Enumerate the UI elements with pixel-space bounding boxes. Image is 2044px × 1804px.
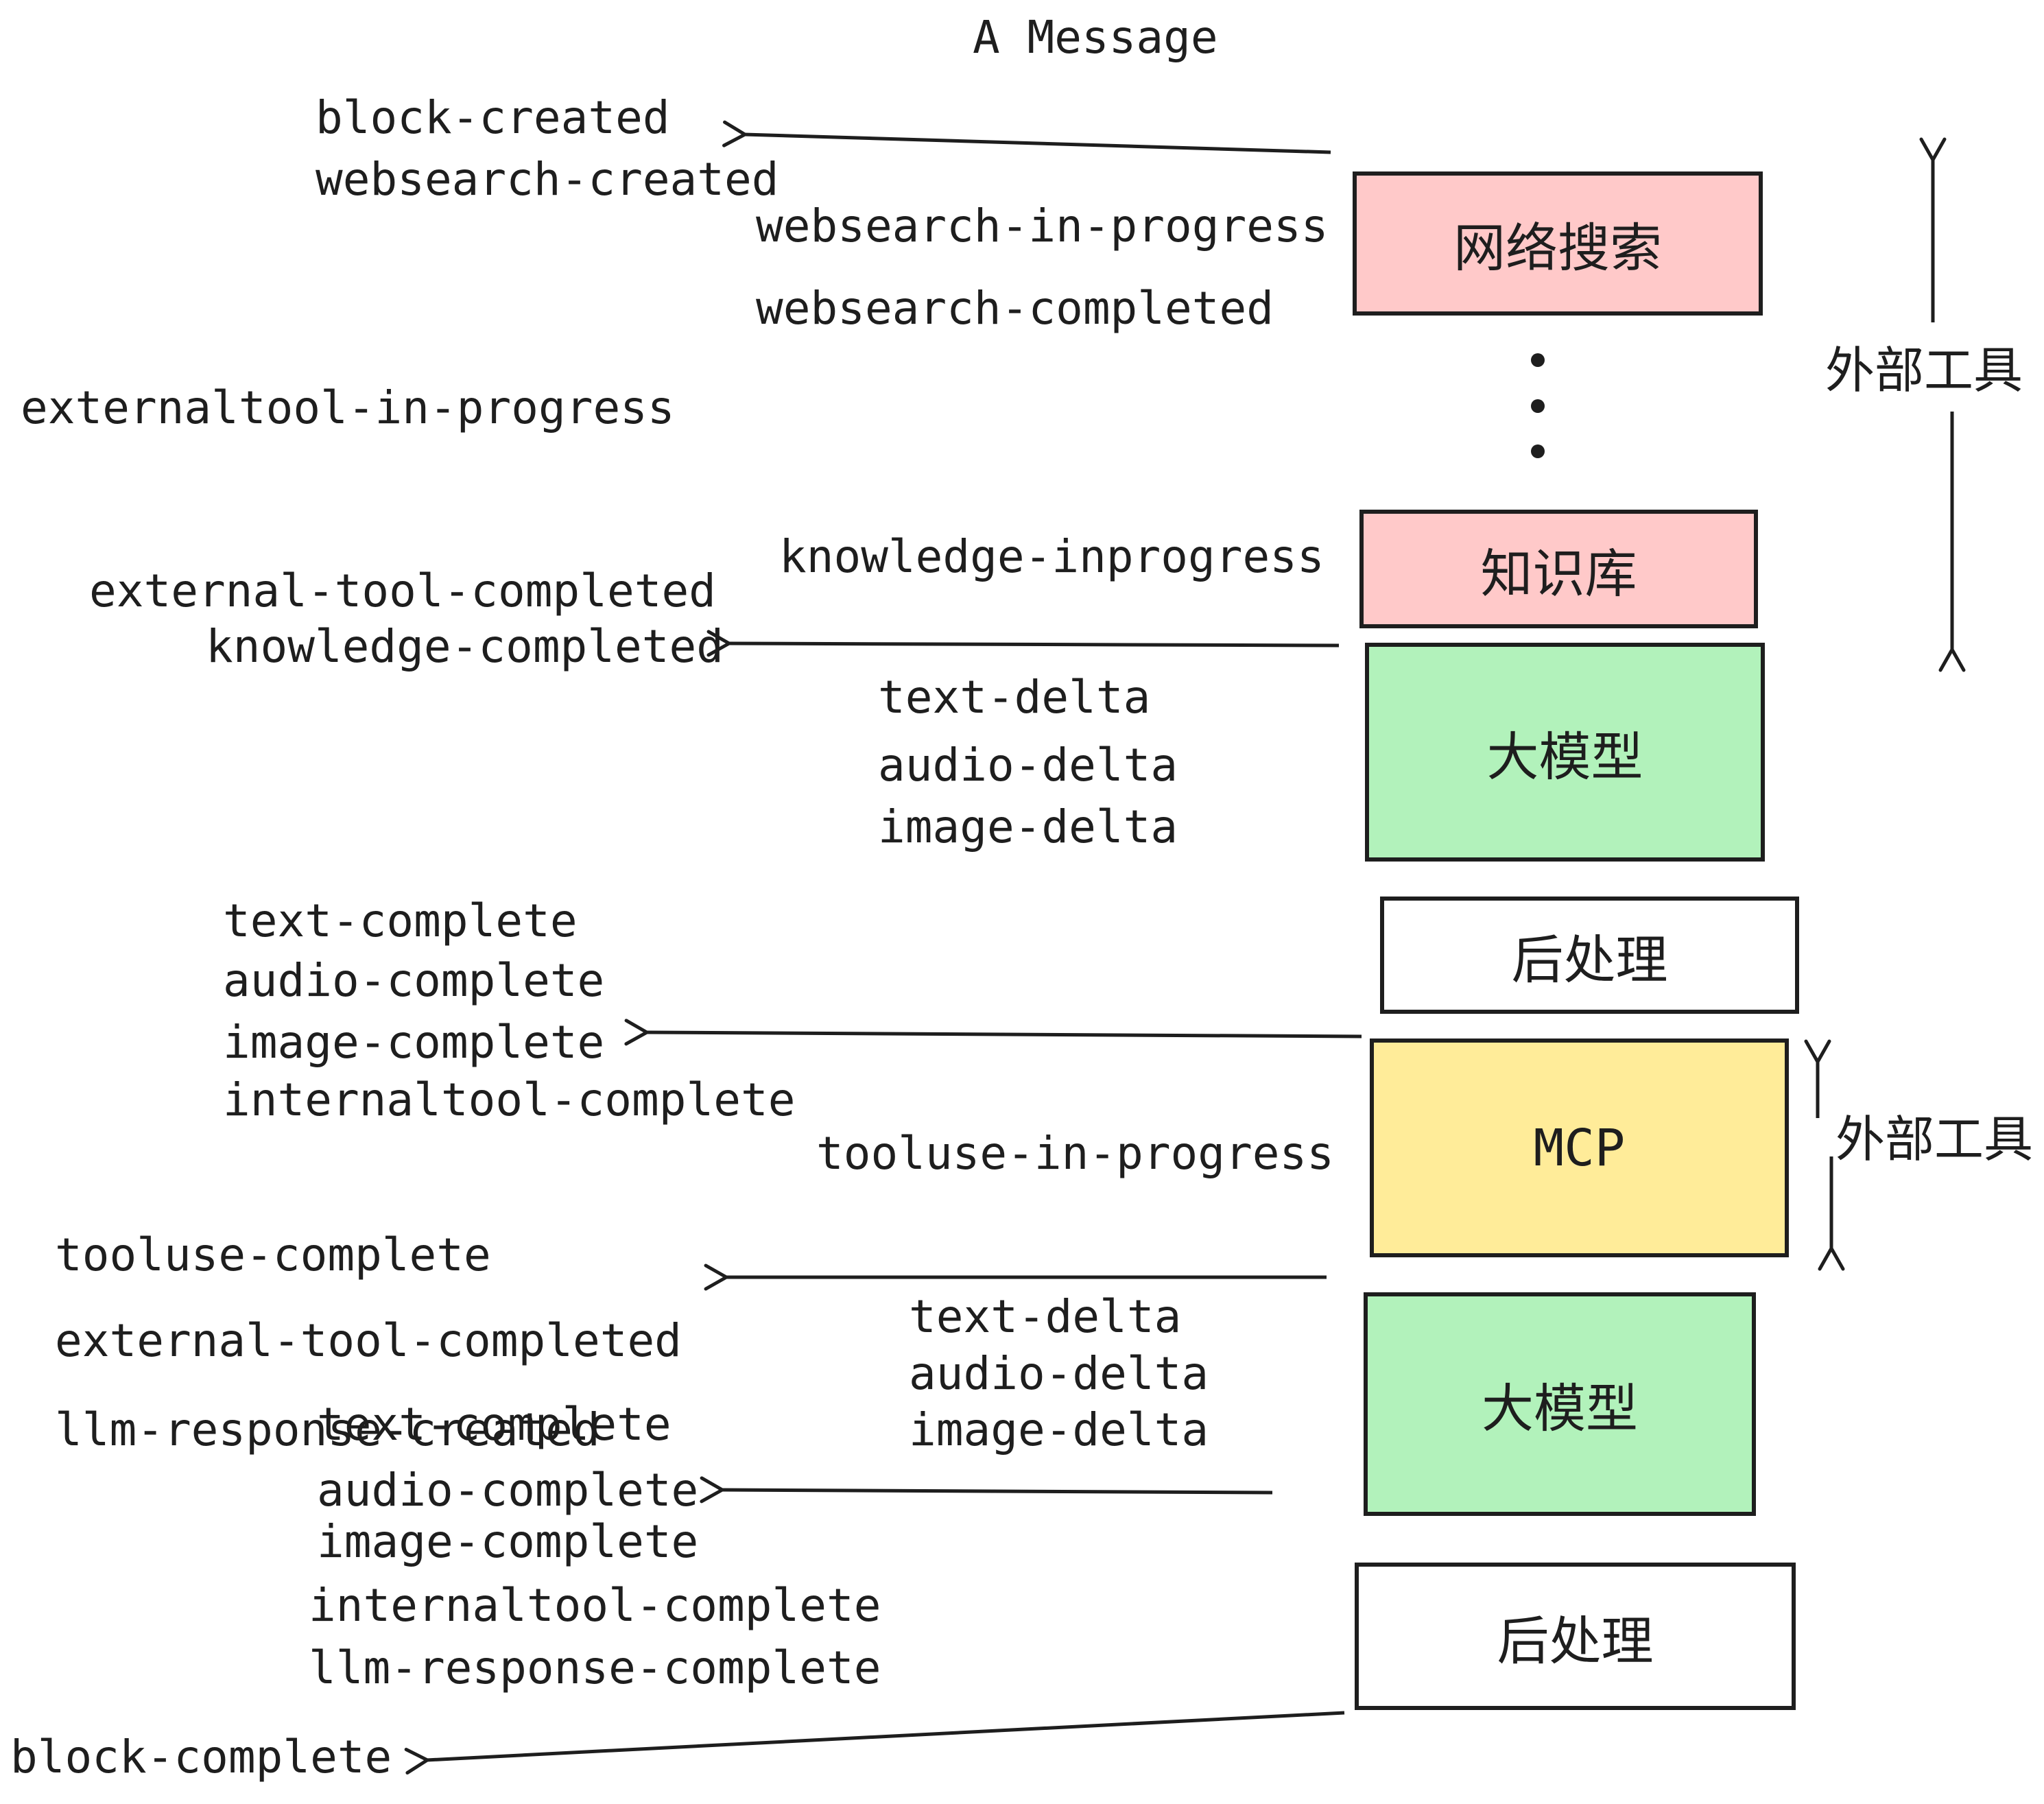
event-label-image-complete-1: image-complete [223, 1016, 605, 1069]
box-llm-2: 大模型 [1364, 1292, 1756, 1516]
box-knowledge-label: 知识库 [1480, 543, 1637, 604]
box-mcp: MCP [1370, 1039, 1789, 1257]
box-postprocess-1: 后处理 [1380, 897, 1799, 1014]
arrow-websearch-to-block-created [722, 120, 1331, 154]
event-label-websearch-created: websearch-created [316, 153, 779, 206]
event-label-tooluse-complete: tooluse-complete [55, 1229, 491, 1281]
event-label-image-delta-2: image-delta [909, 1403, 1209, 1456]
event-label-knowledge-inprogress: knowledge-inprogress [779, 530, 1324, 583]
box-llm-1: 大模型 [1365, 643, 1765, 862]
event-label-websearch-completed: websearch-completed [756, 282, 1274, 335]
box-knowledge: 知识库 [1359, 510, 1758, 628]
event-label-tooluse-in-progress: tooluse-in-progress [816, 1127, 1334, 1180]
arrow-postprocess1-to-image-complete [624, 1019, 1362, 1046]
box-websearch: 网络搜索 [1353, 171, 1763, 316]
arrow-postprocess2-to-block-complete [404, 1711, 1345, 1775]
event-label-knowledge-completed: knowledge-completed [206, 620, 724, 673]
diagram-title: A Message [973, 11, 1218, 64]
event-label-image-complete-2: image-complete [317, 1515, 699, 1568]
event-label-block-complete: block-complete [10, 1731, 392, 1783]
external-tools-label-mcp: 外部工具 [1835, 1111, 2034, 1168]
event-label-audio-delta-2: audio-delta [909, 1347, 1209, 1400]
box-llm-1-label: 大模型 [1486, 726, 1643, 787]
box-mcp-label: MCP [1533, 1118, 1626, 1178]
event-label-llm-response-complete: llm-response-complete [309, 1641, 881, 1694]
event-label-llm-response-created: llm-response-created [55, 1403, 600, 1456]
event-label-text-delta-2: text-delta [909, 1290, 1182, 1343]
event-label-audio-delta-1: audio-delta [878, 739, 1178, 792]
event-label-audio-complete-2: audio-complete [317, 1464, 699, 1517]
event-label-audio-complete-1: audio-complete [223, 954, 605, 1007]
event-label-text-delta-1: text-delta [878, 671, 1151, 724]
arrow-llm2-to-audio-complete [700, 1476, 1273, 1504]
box-llm-2-label: 大模型 [1482, 1378, 1638, 1439]
event-label-websearch-in-progress: websearch-in-progress [756, 200, 1329, 252]
event-label-internaltool-complete-2: internaltool-complete [309, 1579, 881, 1632]
box-websearch-label: 网络搜索 [1453, 217, 1662, 278]
event-label-externaltool-in-progress: externaltool-in-progress [21, 381, 675, 434]
box-postprocess-1-label: 后处理 [1511, 929, 1668, 990]
event-label-internaltool-complete-1: internaltool-complete [223, 1073, 796, 1126]
event-label-text-complete-2: text-complete [317, 1398, 672, 1451]
arrow-llm1-to-knowledge-completed [706, 630, 1340, 657]
event-label-external-tool-completed-1: external-tool-completed [89, 565, 716, 617]
external-tools-label-top: 外部工具 [1825, 342, 2023, 399]
event-label-text-complete-1: text-complete [223, 894, 578, 947]
box-postprocess-2-label: 后处理 [1497, 1610, 1654, 1672]
box-postprocess-2: 后处理 [1355, 1563, 1796, 1710]
vertical-ellipsis-dots [1531, 353, 1545, 458]
event-label-external-tool-completed-2: external-tool-completed [55, 1314, 682, 1367]
event-label-image-delta-1: image-delta [878, 800, 1178, 853]
event-label-block-created: block-created [316, 91, 670, 144]
